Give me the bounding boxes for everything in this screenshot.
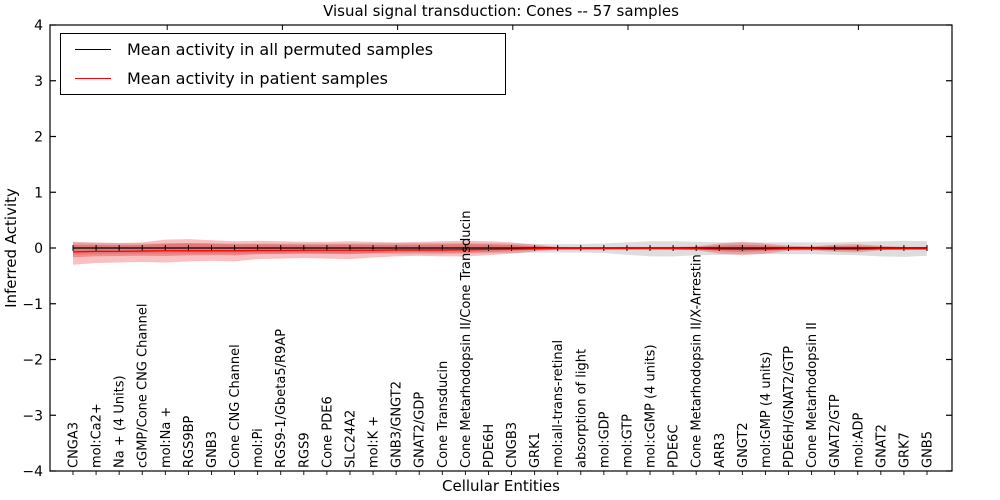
legend-label-patient: Mean activity in patient samples (127, 69, 388, 89)
x-category-label: mol:cGMP (4 units) (644, 344, 659, 468)
x-category-label: CNGA3 (67, 422, 82, 468)
x-category-label: PDE6C (667, 425, 682, 468)
x-category-label: ARR3 (713, 433, 728, 468)
x-category-label: mol:GDP (597, 411, 612, 468)
x-category-label: GNB3 (205, 431, 220, 468)
x-category-label: SLC24A2 (343, 410, 358, 468)
patient-std-inner-band (73, 242, 927, 258)
x-category-label: mol:GMP (4 units) (759, 352, 774, 468)
bottom-axis-ticks (72, 471, 928, 475)
x-category-label: mol:K + (367, 416, 382, 468)
x-category-label: Na + (4 Units) (113, 375, 128, 468)
patient-mean-line (72, 247, 927, 253)
y-tick-label: 1 (34, 185, 43, 201)
x-category-label: mol:ADP (851, 412, 866, 468)
y-tick-label: −2 (22, 353, 43, 369)
legend-entry-permuted: Mean activity in all permuted samples (61, 35, 505, 64)
y-tick-label: 0 (34, 241, 43, 257)
y-tick-label: −4 (22, 464, 43, 480)
y-tick-label: −1 (22, 297, 43, 313)
x-category-label: mol:Ca2+ (90, 403, 105, 468)
x-category-label: Cone CNG Channel (228, 344, 243, 468)
x-axis-label: Cellular Entities (442, 477, 560, 495)
x-category-label: Cone Transducin (436, 361, 451, 468)
y-axis-label: Inferred Activity (2, 188, 20, 308)
x-category-label: GRK1 (528, 432, 543, 468)
patient-line-swatch (75, 78, 111, 80)
y-axis-ticks: −4 −3 −2 −1 0 1 2 3 4 (22, 18, 952, 480)
patient-std-band (73, 239, 927, 265)
x-category-label: Cone Metarhodopsin II (805, 322, 820, 468)
x-category-label: mol:all-trans-retinal (551, 340, 566, 468)
legend-entry-patient: Mean activity in patient samples (61, 64, 505, 93)
y-tick-label: 3 (34, 74, 43, 90)
legend-label-permuted: Mean activity in all permuted samples (127, 39, 434, 59)
permuted-line-swatch (75, 48, 111, 50)
legend: Mean activity in all permuted samples Me… (60, 33, 506, 95)
x-category-label: GNB5 (921, 431, 936, 468)
x-category-labels: CNGA3 mol:Ca2+ Na + (4 Units) cGMP/Cone CNG… (67, 210, 936, 468)
x-category-label: Cone Metarhodopsin II/Cone Transducin (459, 210, 474, 468)
x-category-label: PDE6H/GNAT2/GTP (782, 346, 797, 468)
x-category-label: cGMP/Cone CNG Channel (136, 304, 151, 468)
x-category-label: mol:GTP (620, 414, 635, 468)
y-tick-label: −3 (22, 408, 43, 424)
x-category-label: absorption of light (574, 349, 589, 468)
chart-title: Visual signal transduction: Cones -- 57 … (323, 2, 679, 20)
x-category-label: CNGB3 (505, 422, 520, 468)
x-category-label: RGS9 (297, 432, 312, 468)
x-category-label: GNAT2 (874, 424, 889, 468)
y-tick-label: 4 (34, 18, 43, 34)
x-category-label: GRK7 (897, 432, 912, 468)
x-category-label: mol:Na + (159, 407, 174, 468)
x-category-label: RGS9-1/Gbeta5/R9AP (274, 329, 289, 468)
x-category-label: Cone PDE6 (320, 396, 335, 468)
x-category-label: PDE6H (482, 424, 497, 468)
x-category-label: GNB3/GNGT2 (390, 381, 405, 468)
x-category-label: GNGT2 (736, 422, 751, 468)
y-tick-label: 2 (34, 130, 43, 146)
x-category-label: RGS9BP (182, 415, 197, 468)
x-category-label: GNAT2/GTP (828, 394, 843, 468)
x-category-label: GNAT2/GDP (413, 392, 428, 468)
top-axis-ticks (166, 25, 859, 30)
x-category-label: Cone Metarhodopsin II/X-Arrestin (690, 254, 705, 468)
x-category-label: mol:Pi (251, 428, 266, 468)
